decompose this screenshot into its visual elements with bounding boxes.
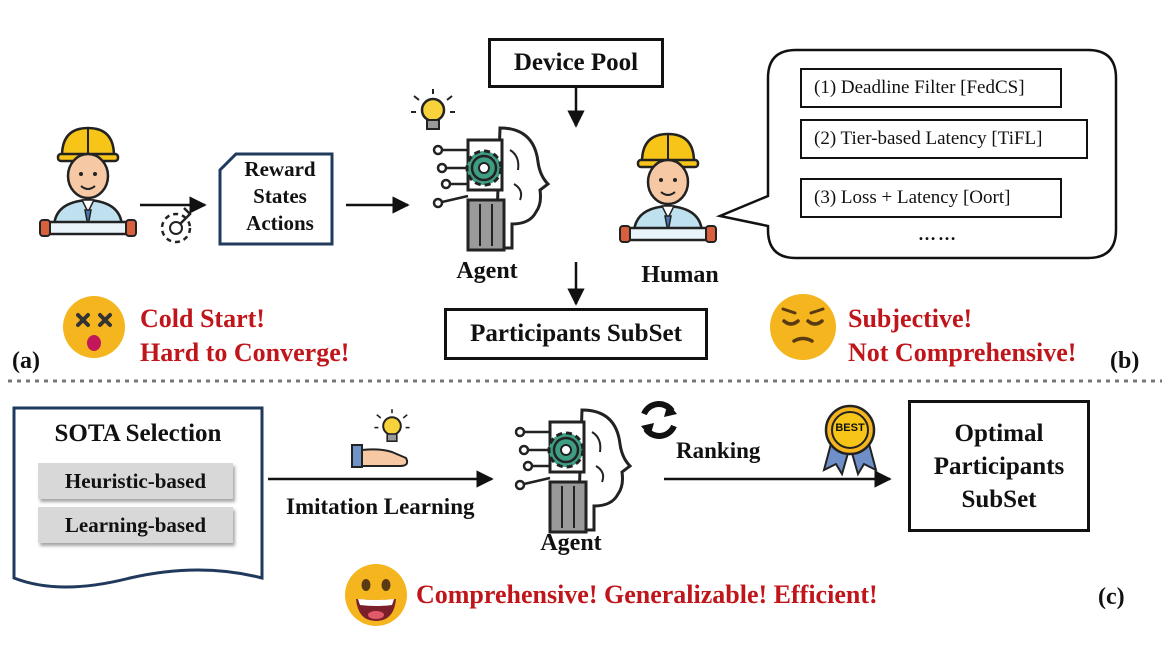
agent-robot-icon	[432, 126, 550, 252]
best-badge-text: BEST	[835, 422, 865, 434]
human-label: Human	[641, 262, 719, 288]
not-comprehensive-text: Not Comprehensive!	[848, 338, 1077, 367]
reward-text: Reward	[244, 157, 316, 181]
device-pool-box: Device Pool	[488, 38, 664, 88]
optimal-subset-box: Optimal Participants SubSet	[908, 400, 1090, 532]
engineer-icon	[38, 126, 138, 238]
bubble-ellipsis: ……	[918, 224, 958, 244]
strategy-item-2-text: (2) Tier-based Latency [TiFL]	[814, 128, 1043, 149]
human-icon	[618, 132, 718, 244]
optimal-text: Optimal	[954, 419, 1044, 447]
best-medal-icon	[822, 404, 878, 477]
refresh-cycle-icon	[641, 401, 677, 439]
settings-gear-icon	[160, 207, 192, 244]
reward-document-shape	[218, 152, 334, 246]
participants-text: Participants	[933, 452, 1065, 480]
strategy-item-1-text: (1) Deadline Filter [FedCS]	[814, 77, 1025, 98]
slogan-text: Comprehensive! Generalizable! Efficient!	[416, 580, 878, 609]
pensive-face-emoji	[770, 294, 836, 360]
panel-b-label: (b)	[1110, 348, 1140, 374]
cold-start-text: Cold Start!	[140, 304, 265, 333]
actions-text: Actions	[246, 211, 314, 235]
imitation-learning-label: Imitation Learning	[286, 494, 475, 519]
grinning-face-emoji	[345, 564, 407, 626]
device-pool-label: Device Pool	[513, 49, 639, 76]
agent-label: Agent	[456, 258, 518, 284]
strategy-item-1: (1) Deadline Filter [FedCS]	[800, 68, 1062, 108]
learning-option-text: Learning-based	[64, 512, 207, 537]
participants-subset-box: Participants SubSet	[444, 308, 708, 360]
hard-converge-text: Hard to Converge!	[140, 338, 350, 367]
hand-idea-icon	[351, 408, 411, 468]
subset-text: SubSet	[961, 485, 1037, 513]
cold-start-warning: Cold Start! Hard to Converge!	[140, 302, 349, 370]
sota-title: SOTA Selection	[54, 420, 222, 447]
panel-a-label: (a)	[12, 348, 40, 374]
agent-robot-icon-bottom	[514, 408, 632, 534]
participants-subset-label: Participants SubSet	[470, 320, 682, 347]
subjective-warning: Subjective! Not Comprehensive!	[848, 302, 1076, 370]
heuristic-option: Heuristic-based	[38, 463, 233, 499]
heuristic-option-text: Heuristic-based	[64, 468, 207, 493]
reward-states-actions: Reward States Actions	[232, 156, 328, 237]
states-text: States	[253, 184, 307, 208]
strategy-item-3: (3) Loss + Latency [Oort]	[800, 178, 1062, 218]
ranking-label: Ranking	[676, 438, 761, 463]
panel-c-label: (c)	[1098, 584, 1125, 610]
dizzy-face-emoji	[63, 296, 125, 358]
subjective-text: Subjective!	[848, 304, 973, 333]
learning-option: Learning-based	[38, 507, 233, 543]
strategy-item-2: (2) Tier-based Latency [TiFL]	[800, 119, 1088, 159]
agent-label-bottom: Agent	[540, 530, 602, 556]
lightbulb-icon	[409, 87, 457, 131]
strategy-item-3-text: (3) Loss + Latency [Oort]	[814, 187, 1011, 208]
